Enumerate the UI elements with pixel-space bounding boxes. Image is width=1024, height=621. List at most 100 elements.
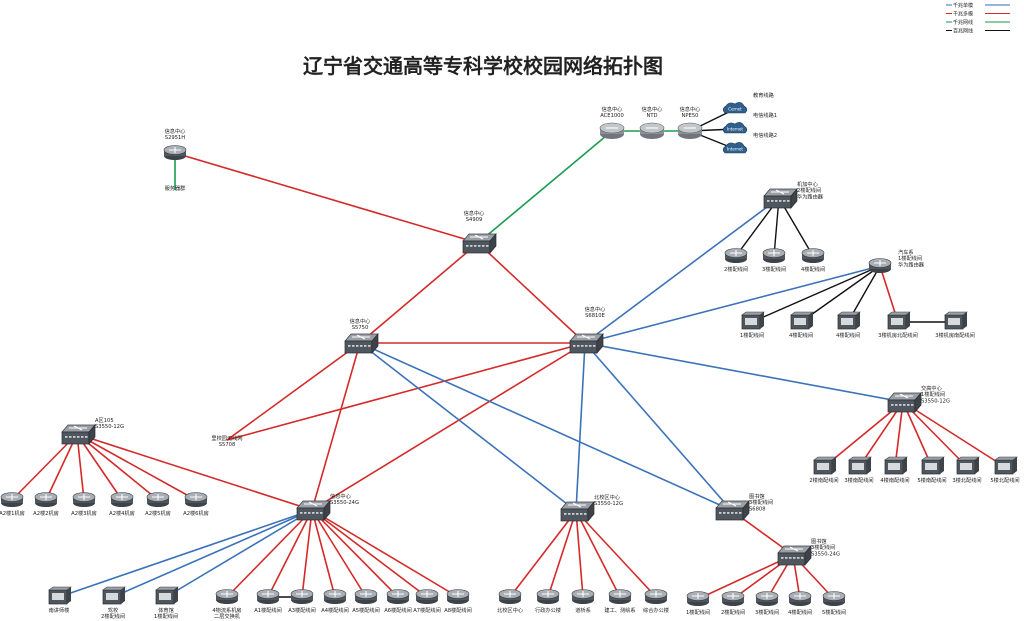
access-switch-icon bbox=[48, 586, 72, 605]
node-jg3[interactable]: 4楼南配线间 bbox=[880, 456, 910, 484]
node-jj3[interactable]: 3楼配线间 bbox=[762, 248, 786, 274]
link-s3550-d3 bbox=[301, 509, 313, 598]
cernet-cloud-icon: Cernet bbox=[722, 102, 748, 114]
switch-icon bbox=[344, 333, 379, 354]
node-jg1[interactable]: 2楼南配线间 bbox=[809, 456, 839, 484]
node-qc3[interactable]: 4楼配线间 bbox=[836, 311, 861, 339]
node-d7[interactable]: A7楼配线间 bbox=[413, 589, 441, 615]
node-a6[interactable]: A2楼6机房 bbox=[183, 492, 209, 518]
link-s6810-bxq bbox=[575, 342, 586, 512]
legend-item: 百兆网线 bbox=[946, 28, 1010, 35]
diagram-title: 辽宁省交通高等专科学校校园网络拓扑图 bbox=[303, 54, 663, 78]
link-jiaogao-jg2 bbox=[858, 401, 904, 468]
node-label: 北校区中心 bbox=[497, 606, 523, 614]
node-inet2[interactable]: Internet 电信线路2 bbox=[722, 131, 777, 154]
node-d8[interactable]: A8楼配线间 bbox=[444, 589, 472, 615]
cloud-label: Internet bbox=[727, 147, 743, 152]
node-label: 1楼配线间 bbox=[154, 612, 178, 620]
node-b1[interactable]: 北校区中心 bbox=[497, 589, 523, 615]
link-s6810-qiche bbox=[584, 265, 881, 344]
node-a3[interactable]: A2楼3机房 bbox=[71, 492, 97, 518]
node-label: S4909 bbox=[466, 217, 483, 223]
link-s5750-bxq bbox=[359, 342, 577, 512]
node-label: 电信线路2 bbox=[753, 131, 777, 139]
node-jg2[interactable]: 3楼南配线间 bbox=[844, 456, 874, 484]
node-t5[interactable]: 5楼配线间 bbox=[822, 591, 846, 617]
node-label: 华为路由器 bbox=[797, 192, 824, 200]
node-t1[interactable]: 1楼配线间 bbox=[686, 591, 710, 617]
node-d4[interactable]: A4楼配线间 bbox=[321, 589, 349, 615]
node-b3[interactable]: 道桥系 bbox=[571, 589, 595, 615]
router-icon bbox=[536, 589, 560, 604]
node-jg4[interactable]: 5楼南配线间 bbox=[917, 456, 947, 484]
node-t4[interactable]: 4楼配线间 bbox=[788, 591, 812, 617]
node-jj4[interactable]: 4楼配线间 bbox=[801, 248, 825, 274]
node-qc1[interactable]: 1楼配线间 bbox=[740, 311, 765, 339]
router-icon bbox=[110, 492, 134, 507]
node-label: 电信线路1 bbox=[753, 111, 777, 119]
node-t3[interactable]: 3楼配线间 bbox=[755, 591, 779, 617]
node-label: A5楼配线间 bbox=[352, 606, 380, 614]
node-b5[interactable]: 综合办公楼 bbox=[643, 589, 669, 615]
node-jj2[interactable]: 2楼配线间 bbox=[724, 248, 748, 274]
node-label: A2楼6机房 bbox=[183, 509, 209, 517]
router-icon bbox=[822, 591, 846, 606]
router-icon bbox=[354, 589, 378, 604]
node-qc5[interactable]: 3楼机房南配线间 bbox=[935, 311, 975, 339]
link-s4909-ace bbox=[477, 130, 613, 244]
node-label: 华为路由器 bbox=[898, 260, 925, 268]
node-jg6[interactable]: 5楼北配线间 bbox=[990, 456, 1020, 484]
node-d6[interactable]: A6楼配线间 bbox=[384, 589, 412, 615]
link-s3550-d8 bbox=[311, 509, 459, 598]
node-a2[interactable]: A2楼2机房 bbox=[33, 492, 59, 518]
node-jg5[interactable]: 3楼北配线间 bbox=[952, 456, 982, 484]
access-switch-icon bbox=[884, 456, 908, 475]
node-nj[interactable]: 南讲师楼 bbox=[48, 586, 72, 614]
access-switch-icon bbox=[741, 311, 765, 330]
node-label: 4物流系机房 bbox=[212, 606, 241, 614]
switch-icon bbox=[715, 500, 750, 521]
node-t2[interactable]: 2楼配线间 bbox=[721, 591, 745, 617]
link-s3550-wl bbox=[226, 509, 313, 598]
node-label: 二层交换机 bbox=[214, 612, 241, 620]
node-a1[interactable]: A2楼1机房 bbox=[0, 492, 25, 518]
node-d1[interactable]: A1楼配线间 bbox=[254, 589, 282, 615]
links-layer bbox=[11, 108, 1006, 600]
node-srv[interactable]: 服务器群 bbox=[165, 184, 186, 192]
node-qc2[interactable]: 4楼配线间 bbox=[789, 311, 814, 339]
node-b2[interactable]: 行政办公楼 bbox=[535, 589, 561, 615]
router-icon bbox=[755, 591, 779, 606]
node-qc4[interactable]: 3楼机房北配线间 bbox=[878, 311, 918, 339]
node-b4[interactable]: 建工、测绘系 bbox=[604, 589, 636, 615]
node-d5[interactable]: A5楼配线间 bbox=[352, 589, 380, 615]
node-d3[interactable]: A3楼配线间 bbox=[288, 589, 316, 615]
access-switch-icon bbox=[837, 311, 861, 330]
node-a5[interactable]: A2楼5机房 bbox=[145, 492, 171, 518]
node-label: 道桥系 bbox=[575, 606, 591, 614]
router-icon bbox=[0, 492, 24, 507]
core-switch-icon bbox=[569, 333, 604, 354]
node-a4[interactable]: A2楼4机房 bbox=[109, 492, 135, 518]
node-label: 建工、测绘系 bbox=[604, 606, 635, 614]
